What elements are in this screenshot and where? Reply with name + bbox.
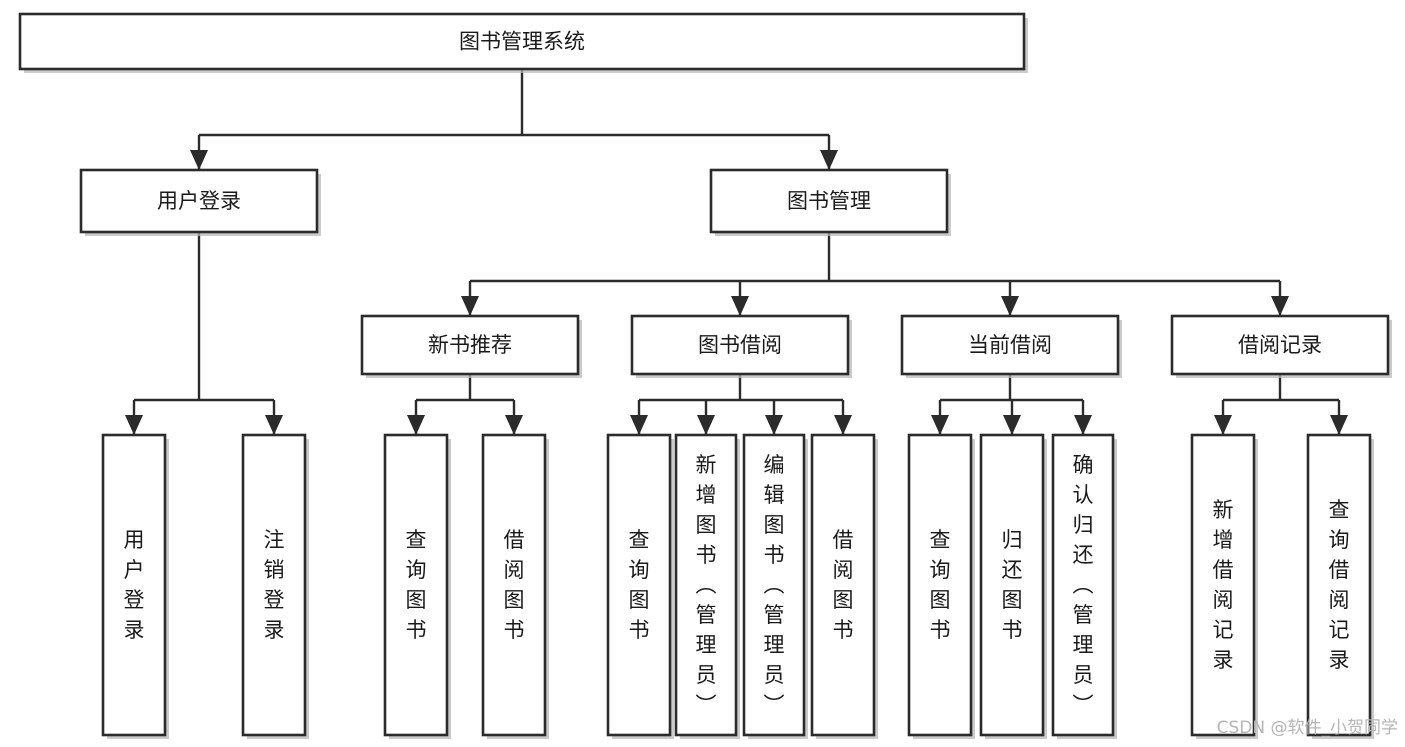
watermark-label: CSDN @软件_小贺同学 xyxy=(1217,718,1398,738)
arrow-head-icon xyxy=(731,296,749,316)
node-label: 借阅图书 xyxy=(504,528,525,642)
node-borrow[interactable]: 图书借阅 xyxy=(630,314,852,378)
node-label: 确认归还︵管理员︶ xyxy=(1073,453,1094,717)
node-box[interactable] xyxy=(1190,433,1256,737)
arrow-head-icon xyxy=(190,150,208,170)
node-leaf-borrow-add[interactable]: 新增图书︵管理员︶ xyxy=(674,433,740,739)
node-box[interactable] xyxy=(1170,314,1390,376)
node-current[interactable]: 当前借阅 xyxy=(900,314,1122,378)
arrow-head-icon xyxy=(630,415,648,435)
edge-group-current xyxy=(931,374,1092,435)
arrow-head-icon xyxy=(820,150,838,170)
node-label: 注销登录 xyxy=(264,528,285,642)
arrow-head-icon xyxy=(461,296,479,316)
arrow-head-icon xyxy=(407,415,425,435)
arrow-head-icon xyxy=(1214,415,1232,435)
edge-group-newbook xyxy=(407,374,523,435)
node-box[interactable] xyxy=(900,314,1120,376)
node-label: 归还图书 xyxy=(1002,528,1023,642)
node-label: 编辑图书︵管理员︶ xyxy=(764,453,785,717)
node-leaf-newbook-borrow[interactable]: 借阅图书 xyxy=(481,433,549,739)
arrow-head-icon xyxy=(1330,415,1348,435)
node-box[interactable] xyxy=(18,12,1026,71)
node-box[interactable] xyxy=(1306,433,1372,737)
arrow-head-icon xyxy=(265,415,283,435)
node-box[interactable] xyxy=(742,433,806,737)
node-box[interactable] xyxy=(810,433,876,737)
node-box[interactable] xyxy=(979,433,1045,737)
node-label: 用户登录 xyxy=(157,189,241,213)
arrow-head-icon xyxy=(931,415,949,435)
edge-group-root xyxy=(190,69,838,170)
node-label: 当前借阅 xyxy=(968,333,1052,357)
node-newbook[interactable]: 新书推荐 xyxy=(360,314,582,378)
node-leaf-borrow-lend[interactable]: 借阅图书 xyxy=(810,433,878,739)
node-bookmgmt[interactable]: 图书管理 xyxy=(709,168,951,236)
node-login[interactable]: 用户登录 xyxy=(79,168,321,236)
node-box[interactable] xyxy=(241,433,307,737)
node-leaf-current-query[interactable]: 查询图书 xyxy=(907,433,975,739)
node-leaf-records-query[interactable]: 查询借阅记录 xyxy=(1306,433,1374,739)
node-box[interactable] xyxy=(907,433,973,737)
arrow-head-icon xyxy=(1003,415,1021,435)
node-leaf-current-return[interactable]: 归还图书 xyxy=(979,433,1047,739)
node-leaf-current-confirm[interactable]: 确认归还︵管理员︶ xyxy=(1051,433,1117,739)
node-box[interactable] xyxy=(79,168,319,234)
node-root[interactable]: 图书管理系统 xyxy=(18,12,1028,73)
node-box[interactable] xyxy=(1051,433,1115,737)
node-box[interactable] xyxy=(481,433,547,737)
edge-group-records xyxy=(1214,374,1348,435)
arrow-head-icon xyxy=(1271,296,1289,316)
arrow-head-icon xyxy=(1001,296,1019,316)
node-leaf-borrow-edit[interactable]: 编辑图书︵管理员︶ xyxy=(742,433,808,739)
node-box[interactable] xyxy=(709,168,949,234)
node-leaf-user-logout[interactable]: 注销登录 xyxy=(241,433,309,739)
node-records[interactable]: 借阅记录 xyxy=(1170,314,1392,378)
node-box[interactable] xyxy=(630,314,850,376)
node-label: 图书管理系统 xyxy=(459,30,585,54)
edge-group-bookmgmt xyxy=(461,232,1289,316)
node-layer: 图书管理系统用户登录图书管理新书推荐图书借阅当前借阅借阅记录用户登录注销登录查询… xyxy=(18,12,1392,739)
arrow-head-icon xyxy=(1074,415,1092,435)
node-label: 图书管理 xyxy=(787,189,871,213)
node-label: 查询图书 xyxy=(629,528,650,642)
node-box[interactable] xyxy=(383,433,449,737)
node-box[interactable] xyxy=(101,433,167,737)
node-box[interactable] xyxy=(360,314,580,376)
node-leaf-borrow-query[interactable]: 查询图书 xyxy=(606,433,674,739)
node-label: 新增借阅记录 xyxy=(1213,498,1234,672)
node-leaf-records-add[interactable]: 新增借阅记录 xyxy=(1190,433,1258,739)
arrow-head-icon xyxy=(125,415,143,435)
node-leaf-user-login[interactable]: 用户登录 xyxy=(101,433,169,739)
arrow-head-icon xyxy=(505,415,523,435)
node-label: 新增图书︵管理员︶ xyxy=(696,453,717,717)
node-label: 新书推荐 xyxy=(428,333,512,357)
node-box[interactable] xyxy=(606,433,672,737)
edge-group-login xyxy=(125,232,283,435)
node-label: 图书借阅 xyxy=(698,333,782,357)
arrow-head-icon xyxy=(765,415,783,435)
arrow-head-icon xyxy=(834,415,852,435)
edge-group-borrow xyxy=(630,374,852,435)
node-label: 查询图书 xyxy=(406,528,427,642)
node-label: 查询图书 xyxy=(930,528,951,642)
node-label: 用户登录 xyxy=(124,528,145,642)
node-box[interactable] xyxy=(674,433,738,737)
arrow-head-icon xyxy=(697,415,715,435)
node-label: 借阅图书 xyxy=(833,528,854,642)
connector-layer xyxy=(125,69,1348,435)
node-label: 借阅记录 xyxy=(1238,333,1322,357)
node-leaf-newbook-query[interactable]: 查询图书 xyxy=(383,433,451,739)
node-label: 查询借阅记录 xyxy=(1329,498,1350,672)
